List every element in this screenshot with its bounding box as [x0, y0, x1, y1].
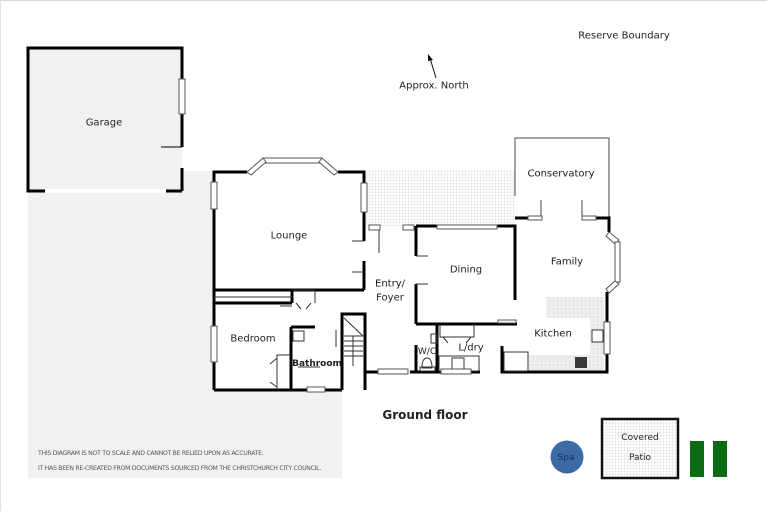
boundary-label: Reserve Boundary: [578, 30, 670, 42]
room-entry: Entry/: [375, 278, 405, 290]
conservatory-walls: [514, 137, 610, 218]
room-laundry: L/dry: [458, 342, 484, 354]
room-conservatory: Conservatory: [527, 168, 595, 180]
deck-area: [365, 170, 515, 226]
spa-label: Spa: [557, 453, 575, 463]
patio-label-line2: Patio: [628, 453, 652, 463]
floor-title: Ground floor: [382, 408, 468, 422]
room-family: Family: [550, 256, 584, 268]
room-kitchen: Kitchen: [534, 328, 572, 340]
room-dining: Dining: [449, 264, 483, 276]
garage-window: [178, 78, 186, 115]
north-label: Approx. North: [399, 80, 469, 92]
room-bedroom: Bedroom: [230, 333, 276, 345]
windows: [210, 157, 621, 393]
cooktop: [575, 357, 587, 368]
patio-label-line1: Covered: [621, 433, 659, 443]
room-foyer: Foyer: [376, 292, 404, 304]
north-arrow-icon: [428, 54, 437, 79]
hedge-right: [713, 441, 727, 477]
hedge-left: [690, 441, 704, 477]
garage-door: [45, 189, 166, 193]
room-garage: Garage: [85, 117, 123, 129]
spa-icon: [550, 440, 584, 474]
room-lounge: Lounge: [270, 230, 308, 242]
disclaimer-line-2: IT HAS BEEN RE-CREATED FROM DOCUMENTS SO…: [38, 465, 321, 472]
disclaimer-line-1: THIS DIAGRAM IS NOT TO SCALE AND CANNOT …: [38, 450, 264, 457]
site-area: [28, 48, 342, 478]
kitchen-benches: [529, 297, 604, 370]
covered-patio: [600, 417, 680, 480]
room-wc: W/C: [417, 347, 437, 357]
room-bathroom: Bathroom: [292, 359, 342, 369]
